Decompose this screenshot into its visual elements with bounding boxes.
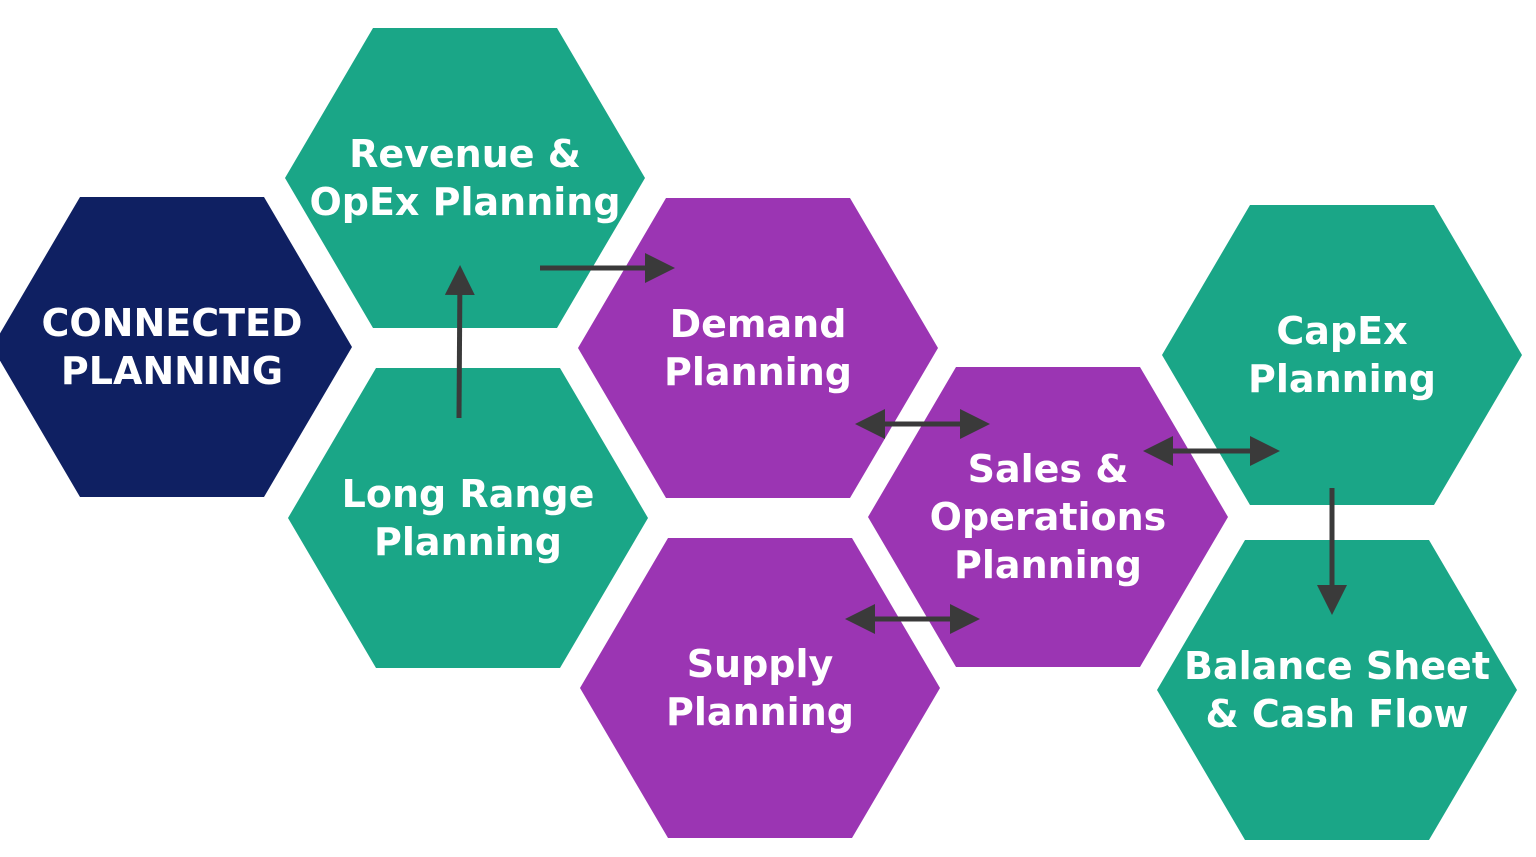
capex-planning-label-line-2: Planning <box>1248 357 1436 401</box>
supply-planning-shape <box>580 538 940 838</box>
demand-planning-label-line-1: Demand <box>670 302 847 346</box>
balance-sheet-cash-flow-label-line-1: Balance Sheet <box>1184 644 1490 688</box>
revenue-opex-planning-shape <box>285 28 645 328</box>
sales-operations-planning-shape <box>868 367 1228 667</box>
capex-planning-label-line-1: CapEx <box>1276 309 1407 353</box>
long-range-to-revenue-arrow <box>444 265 475 419</box>
long-range-planning-label-line-2: Planning <box>374 520 562 564</box>
revenue-opex-planning-label-line-2: OpEx Planning <box>309 180 620 224</box>
sales-operations-planning-label-line-3: Planning <box>954 543 1142 587</box>
sales-operations-planning-label-line-2: Operations <box>930 495 1167 539</box>
demand-planning-shape <box>578 198 938 498</box>
balance-sheet-cash-flow-hexagon: Balance Sheet& Cash Flow <box>1157 540 1517 840</box>
balance-sheet-cash-flow-shape <box>1157 540 1517 840</box>
demand-planning-label-line-2: Planning <box>664 350 852 394</box>
balance-sheet-cash-flow-label-line-2: & Cash Flow <box>1206 692 1469 736</box>
connected-planning-label-line-1: CONNECTED <box>41 301 302 345</box>
revenue-opex-planning-label-line-1: Revenue & <box>349 132 581 176</box>
long-range-planning-label-line-1: Long Range <box>342 472 595 516</box>
capex-planning-shape <box>1162 205 1522 505</box>
long-range-planning-shape <box>288 368 648 668</box>
connected-planning-label-line-2: PLANNING <box>61 349 283 393</box>
sales-operations-planning-label-line-1: Sales & <box>968 447 1129 491</box>
supply-planning-label-line-2: Planning <box>666 690 854 734</box>
supply-planning-label-line-1: Supply <box>687 642 834 686</box>
revenue-opex-planning-hexagon: Revenue &OpEx Planning <box>285 28 645 328</box>
connected-planning-shape <box>0 197 352 497</box>
